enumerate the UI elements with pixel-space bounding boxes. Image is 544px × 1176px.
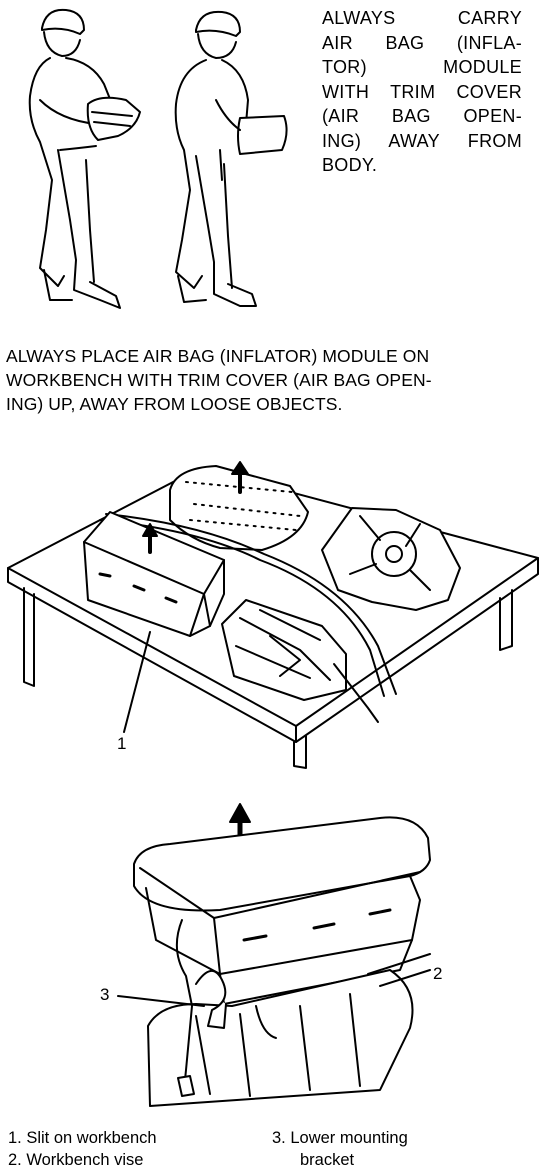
carry-line-1: ALWAYS CARRY <box>322 8 522 28</box>
steering-assembly-item <box>322 508 460 610</box>
workbench-illustration <box>0 450 544 780</box>
worker-right-figure <box>176 12 287 306</box>
carry-line-4: WITH TRIM COVER <box>322 81 522 102</box>
workbench-vise <box>148 954 430 1106</box>
workers-illustration <box>0 0 320 330</box>
callout-1-label: 1 <box>117 734 127 753</box>
callout-3-leader <box>118 996 204 1006</box>
callout-3-label: 3 <box>100 985 110 1004</box>
callout-2-label: 2 <box>433 964 443 983</box>
place-caption: ALWAYS PLACE AIR BAG (INFLATOR) MODULE O… <box>6 344 536 416</box>
carry-line-5: (AIR BAG OPEN- <box>322 106 522 126</box>
lower-mounting-bracket <box>177 920 226 1096</box>
carry-line-6: ING) AWAY FROM <box>322 130 522 151</box>
worker-left-figure <box>30 10 140 308</box>
place-line-2: WORKBENCH WITH TRIM COVER (AIR BAG OPEN- <box>6 370 432 390</box>
legend-item-1: 1. Slit on workbench <box>8 1129 157 1147</box>
air-bag-module-on-bench <box>84 512 224 636</box>
carry-line-7: BODY. <box>322 155 378 175</box>
module-on-vise-item <box>222 600 378 722</box>
callout-2-leader <box>380 970 430 986</box>
callout-1-leader <box>124 632 150 732</box>
trim-cover-item <box>170 462 308 550</box>
carry-line-3: TOR) MODULE <box>322 57 522 77</box>
legend-item-2: 2. Workbench vise <box>8 1151 144 1169</box>
place-line-3: ING) UP, AWAY FROM LOOSE OBJECTS. <box>6 394 343 414</box>
carry-line-2: AIR BAG (INFLA- <box>322 32 522 53</box>
legend-item-3-line-1: 3. Lower mounting <box>272 1129 408 1147</box>
vise-illustration <box>0 790 544 1125</box>
legend-item-3-line-2: bracket <box>300 1151 355 1169</box>
place-line-1: ALWAYS PLACE AIR BAG (INFLATOR) MODULE O… <box>6 346 430 366</box>
wire-harness <box>100 520 384 696</box>
carry-caption: ALWAYS CARRY AIR BAG (INFLA- TOR) MODULE… <box>322 6 522 178</box>
air-bag-module-in-vise <box>134 817 430 1004</box>
